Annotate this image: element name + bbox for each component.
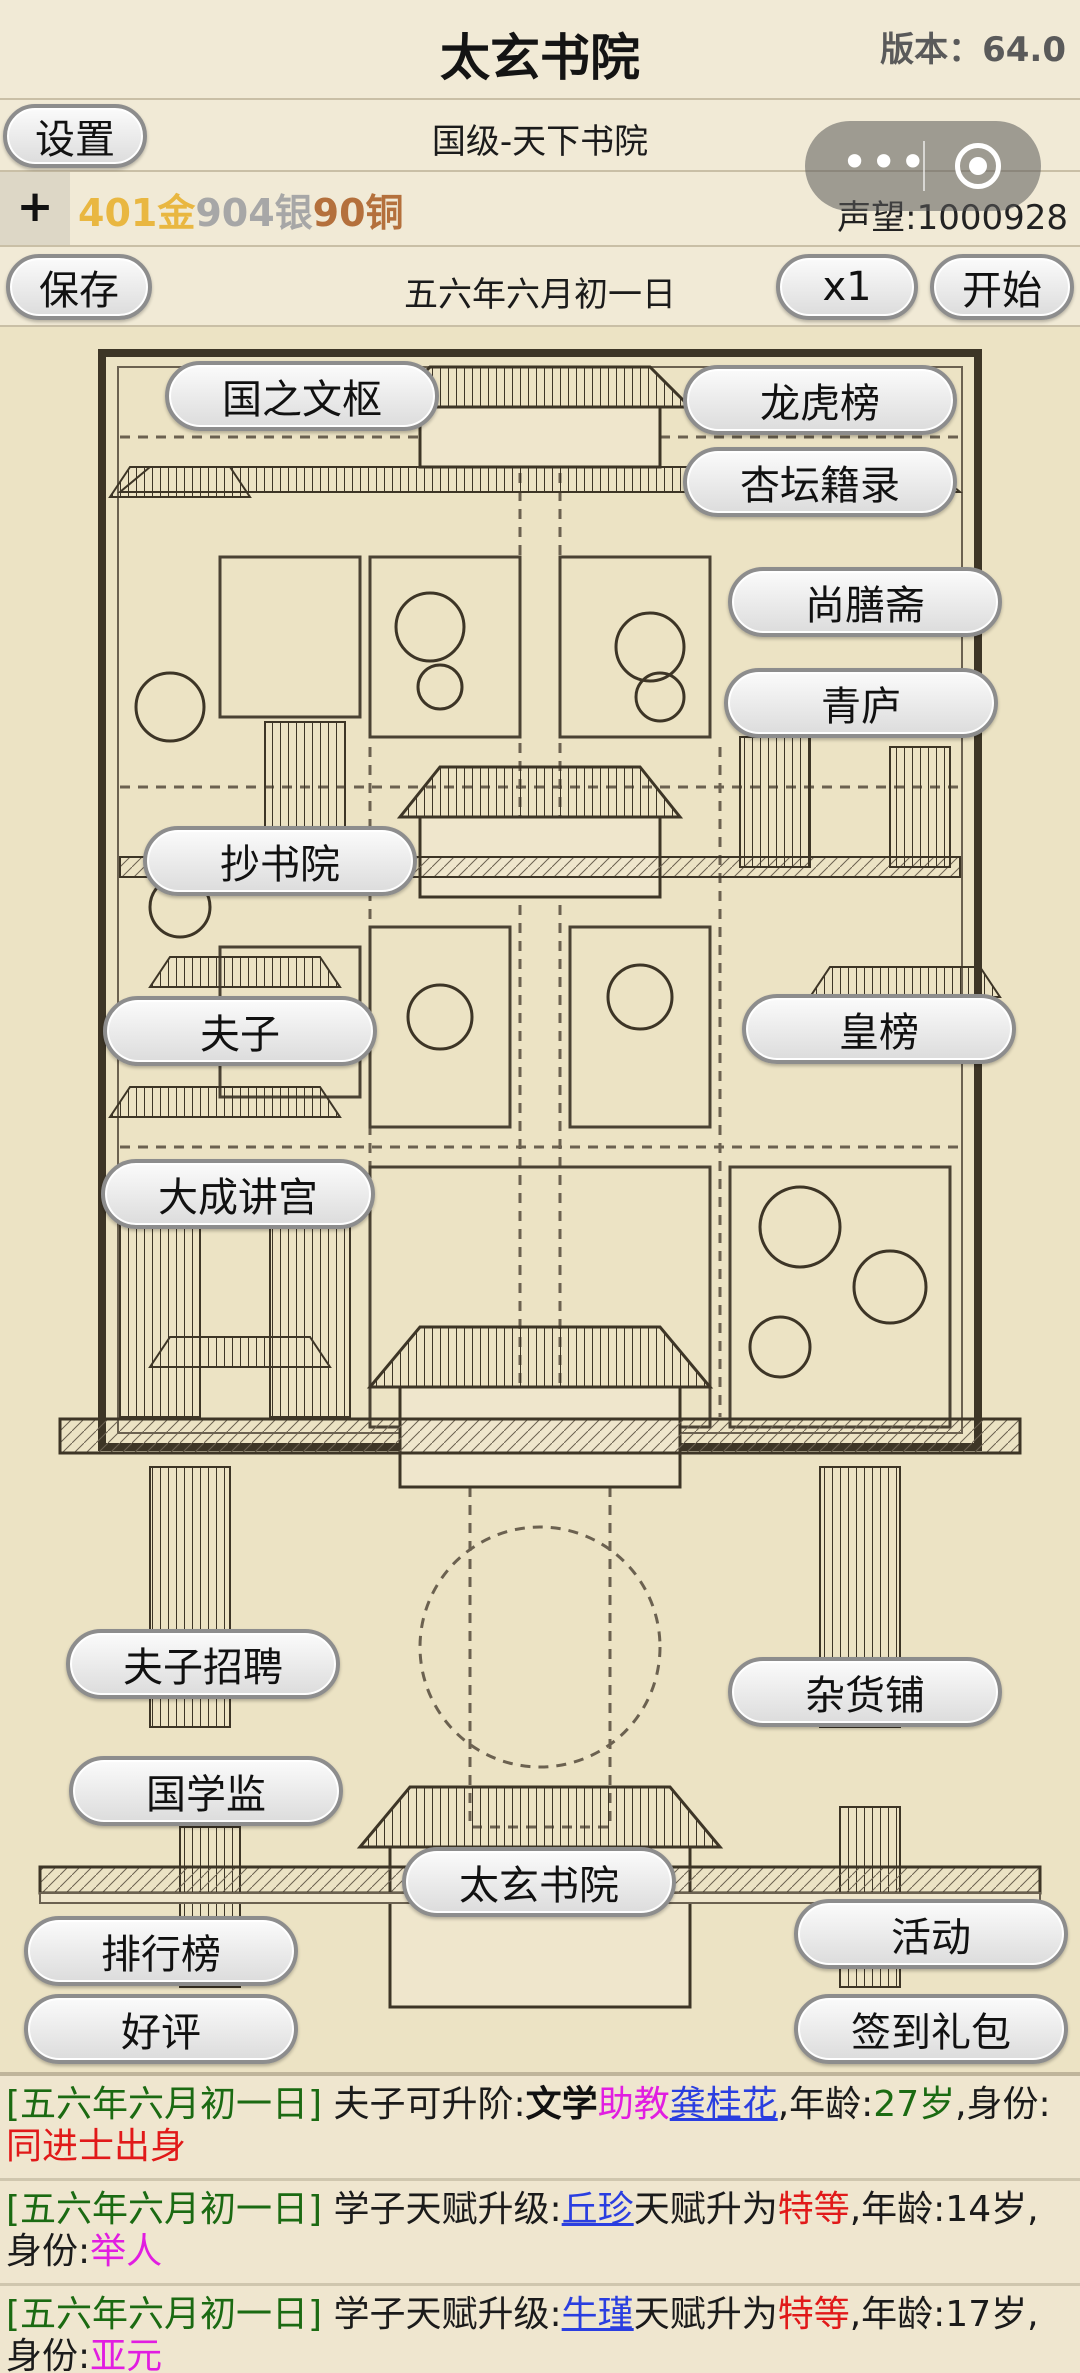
title-bar: 太玄书院 版本：64.0 [0,0,1080,100]
log-status: 举人 [90,2231,163,2272]
academy-level: 国级-天下书院 [431,122,649,162]
map-button-huangbang[interactable]: 皇榜 [742,994,1016,1064]
wechat-capsule: ••• [805,121,1041,211]
log-prefix: 夫子可升阶: [322,2084,526,2125]
log-subject: 文学 [525,2084,598,2125]
log-grade: 特等 [777,2189,850,2230]
log-mid: 天赋升为 [633,2189,778,2230]
log-age: 14岁 [945,2189,1028,2230]
log-entry: [五六年六月初一日] 学子天赋升级:丘珍天赋升为特等,年龄:14岁,身份:举人 [0,2181,1080,2286]
log-date: [五六年六月初一日] [6,2294,323,2335]
capsule-divider [923,141,925,191]
settings-button[interactable]: 设置 [3,104,147,168]
copper-amount: 90铜 [312,191,404,235]
log-age: 17岁 [945,2294,1028,2335]
map-button-huodong[interactable]: 活动 [794,1899,1068,1969]
map-button-chaoshuyuan[interactable]: 抄书院 [143,826,417,896]
log-grade: 特等 [777,2294,850,2335]
add-money-button[interactable]: + [0,172,70,245]
map-button-taixuanshuyuan[interactable]: 太玄书院 [402,1847,676,1917]
speed-button[interactable]: x1 [776,254,918,320]
map-button-shangshanzhai[interactable]: 尚膳斋 [728,567,1002,637]
gold-amount: 401金 [78,191,196,235]
log-date: [五六年六月初一日] [6,2084,323,2125]
log-age-label: ,年龄: [849,2294,946,2335]
map-button-dachengjianggong[interactable]: 大成讲宫 [101,1159,375,1229]
log-status: 亚元 [90,2336,163,2373]
more-dots-icon[interactable]: ••• [841,135,929,189]
log-date: [五六年六月初一日] [6,2189,323,2230]
map-button-qiandaolibao[interactable]: 签到礼包 [794,1994,1068,2064]
map-button-paihangbang[interactable]: 排行榜 [24,1916,298,1986]
map-button-xingtanjilu[interactable]: 杏坛籍录 [683,447,957,517]
log-entry: [五六年六月初一日] 夫子可升阶:文学助教龚桂花,年龄:27岁,身份: 同进士出身 [0,2076,1080,2181]
log-prefix: 学子天赋升级: [322,2189,562,2230]
log-status: 同进士出身 [6,2126,187,2167]
map-button-guozhiwenshu[interactable]: 国之文枢 [165,361,439,431]
log-age-label: ,年龄: [849,2189,946,2230]
money-display: 401金904银90铜 [78,182,404,237]
silver-amount: 904银 [195,191,313,235]
log-mid: 天赋升为 [633,2294,778,2335]
date-bar: 五六年六月初一日 [0,247,1080,327]
game-date: 五六年六月初一日 [404,275,676,315]
map-button-guoxuejian[interactable]: 国学监 [69,1756,343,1826]
map-button-zahuopu[interactable]: 杂货铺 [728,1657,1002,1727]
map-button-fuzizhaopin[interactable]: 夫子招聘 [66,1629,340,1699]
log-age: 27岁 [873,2084,956,2125]
log-entry: [五六年六月初一日] 学子天赋升级:牛瑾天赋升为特等,年龄:17岁,身份:亚元 [0,2286,1080,2373]
log-age-label: ,年龄: [777,2084,874,2125]
log-role: 助教 [597,2084,670,2125]
map-button-fuzi[interactable]: 夫子 [103,996,377,1066]
map-button-haoping[interactable]: 好评 [24,1994,298,2064]
target-circle-icon[interactable] [955,143,1001,189]
log-prefix: 学子天赋升级: [322,2294,562,2335]
log-status-label: ,身份: [6,2294,1039,2373]
map-button-longhubang[interactable]: 龙虎榜 [683,365,957,435]
start-button[interactable]: 开始 [930,254,1074,320]
map-button-qinglu[interactable]: 青庐 [724,668,998,738]
save-button[interactable]: 保存 [6,254,152,320]
log-name-link[interactable]: 龚桂花 [669,2084,778,2125]
log-name-link[interactable]: 牛瑾 [561,2294,634,2335]
log-name-link[interactable]: 丘珍 [561,2189,634,2230]
version-label: 版本：64.0 [880,30,1066,70]
log-status-label: ,身份: [6,2189,1039,2272]
event-log: [五六年六月初一日] 夫子可升阶:文学助教龚桂花,年龄:27岁,身份:同进士出身… [0,2072,1080,2373]
app-title: 太玄书院 [440,29,640,87]
log-status-label: ,身份: [955,2084,1051,2125]
